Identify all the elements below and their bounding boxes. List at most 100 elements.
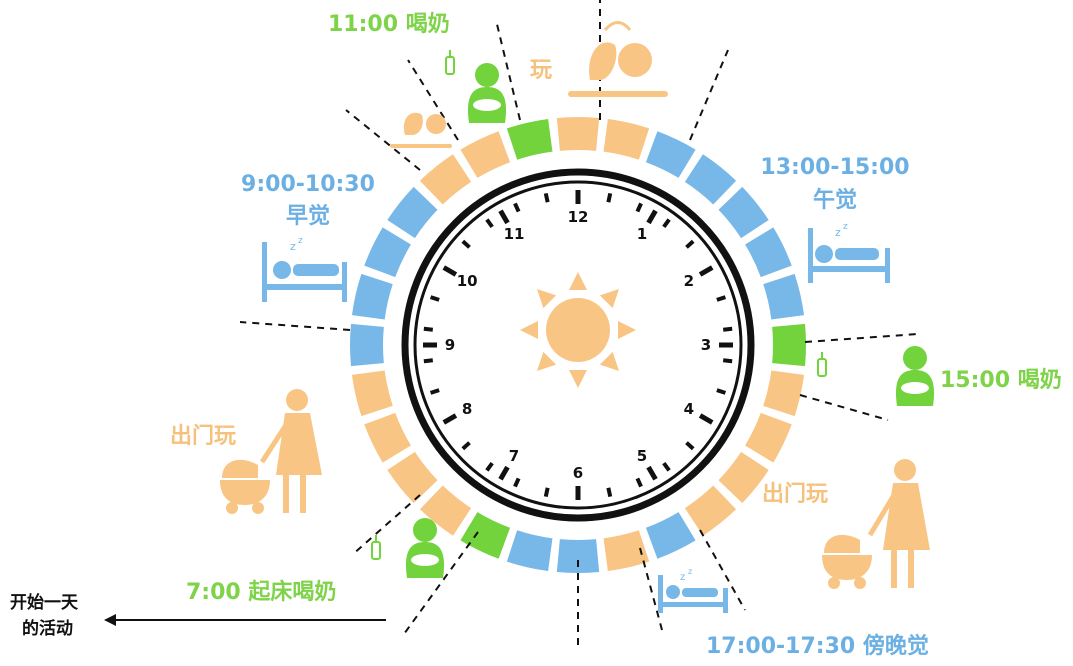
svg-text:z: z [688, 567, 692, 576]
start-day-label-line2: 的活动 [22, 619, 73, 639]
clock-number: 8 [462, 400, 472, 418]
feed-11-label: 11:00 喝奶 [328, 12, 450, 37]
clock-ticks [423, 190, 733, 500]
clock-tick [662, 218, 671, 229]
clock-tick [461, 441, 471, 451]
afternoon-nap-time-label: 13:00-15:00 [760, 155, 910, 180]
period-divider [407, 59, 459, 141]
clock-number: 3 [701, 336, 711, 354]
sun-icon [520, 272, 636, 388]
ring-segment-blue [364, 227, 411, 278]
morning-nap-label: 早觉 [285, 204, 330, 229]
clock-tick [722, 326, 733, 332]
ring-segment-blue [350, 323, 384, 367]
feed-15-label: 15:00 喝奶 [940, 368, 1062, 393]
period-divider [495, 19, 521, 121]
clock-number: 11 [504, 225, 525, 243]
svg-text:z: z [835, 226, 841, 239]
period-divider [699, 529, 746, 611]
afternoon-nap-label: 午觉 [812, 188, 857, 213]
period-divider [351, 494, 421, 556]
schedule-ring [350, 117, 806, 574]
clock-tick [716, 388, 727, 395]
clock-number: 5 [637, 447, 647, 465]
ring-segment-orange [351, 370, 393, 417]
ring-segment-blue [684, 154, 737, 205]
ring-segment-blue [506, 530, 553, 572]
bottle-icon [371, 535, 381, 560]
ring-segment-blue [763, 273, 805, 320]
morning-nap-time-label: 9:00-10:30 [241, 172, 375, 197]
ring-segment-orange [460, 131, 511, 178]
mother-feeding-icon [895, 346, 935, 406]
clock-tick [716, 295, 727, 302]
ring-segment-orange [364, 412, 411, 463]
ring-segment-orange [603, 118, 650, 160]
clock-number: 2 [684, 272, 694, 290]
clock-tick [662, 461, 671, 472]
clock-inner-rim [413, 180, 743, 510]
clock-tick [429, 295, 440, 302]
bottle-icon [445, 50, 455, 75]
start-day-label-line1: 开始一天 [10, 593, 78, 613]
ring-segment-orange [718, 451, 769, 504]
clock-tick [423, 326, 434, 332]
clock-tick [543, 487, 550, 498]
clock-tick [423, 358, 434, 364]
wake-feed-label: 7:00 起床喝奶 [186, 580, 337, 605]
clock-tick [685, 441, 695, 451]
ring-segment-orange [419, 154, 472, 205]
period-divider [799, 394, 889, 421]
clock-tick [543, 192, 550, 203]
clock-tick [685, 239, 695, 249]
sleeping-baby-bed-icon: z z [262, 236, 347, 302]
clock-number: 7 [509, 447, 519, 465]
ring-segment-orange [556, 117, 600, 151]
ring-segment-orange [684, 485, 737, 536]
ring-segment-blue [745, 227, 792, 278]
clock-tick [498, 209, 510, 225]
period-divider [239, 321, 351, 331]
clock-number: 10 [457, 272, 478, 290]
clock-number: 1 [637, 225, 647, 243]
clock-number: 12 [568, 208, 589, 226]
ring-segment-blue [387, 186, 438, 239]
bottle-icon [817, 352, 827, 377]
mother-feeding-icon [405, 518, 445, 578]
clock-tick [698, 265, 714, 277]
clock-tick [513, 477, 521, 488]
ring-segment-blue [556, 539, 600, 574]
svg-text:z: z [298, 236, 303, 246]
baby-playing-icon [390, 112, 452, 148]
clock-tick [606, 192, 613, 203]
clock-tick [485, 218, 494, 229]
svg-text:z: z [843, 222, 848, 232]
clock-tick [646, 209, 658, 225]
period-dividers [239, 0, 919, 650]
evening-nap-label: 17:00-17:30 傍晚觉 [706, 634, 929, 659]
arrow-left-icon [104, 614, 386, 626]
ring-segment-green [506, 118, 553, 160]
ring-segment-green [772, 323, 806, 367]
clock-tick [442, 265, 458, 277]
clock-tick [429, 388, 440, 395]
clock-tick [461, 239, 471, 249]
clock-tick [498, 465, 510, 481]
clock-tick [722, 358, 733, 364]
clock-tick [646, 465, 658, 481]
ring-segment-orange [387, 451, 438, 504]
ring-segment-orange [603, 530, 650, 572]
ring-segment-green [460, 512, 511, 559]
ring-segment-orange [419, 485, 472, 536]
svg-text:z: z [290, 240, 296, 253]
period-divider [403, 531, 479, 635]
clock-tick [698, 413, 714, 425]
clock-tick [606, 487, 613, 498]
clock-tick [513, 202, 521, 213]
play-label: 玩 [530, 58, 553, 83]
ring-segment-blue [645, 512, 696, 559]
sleeping-baby-bed-icon: z z [808, 222, 890, 283]
svg-text:z: z [680, 572, 685, 583]
